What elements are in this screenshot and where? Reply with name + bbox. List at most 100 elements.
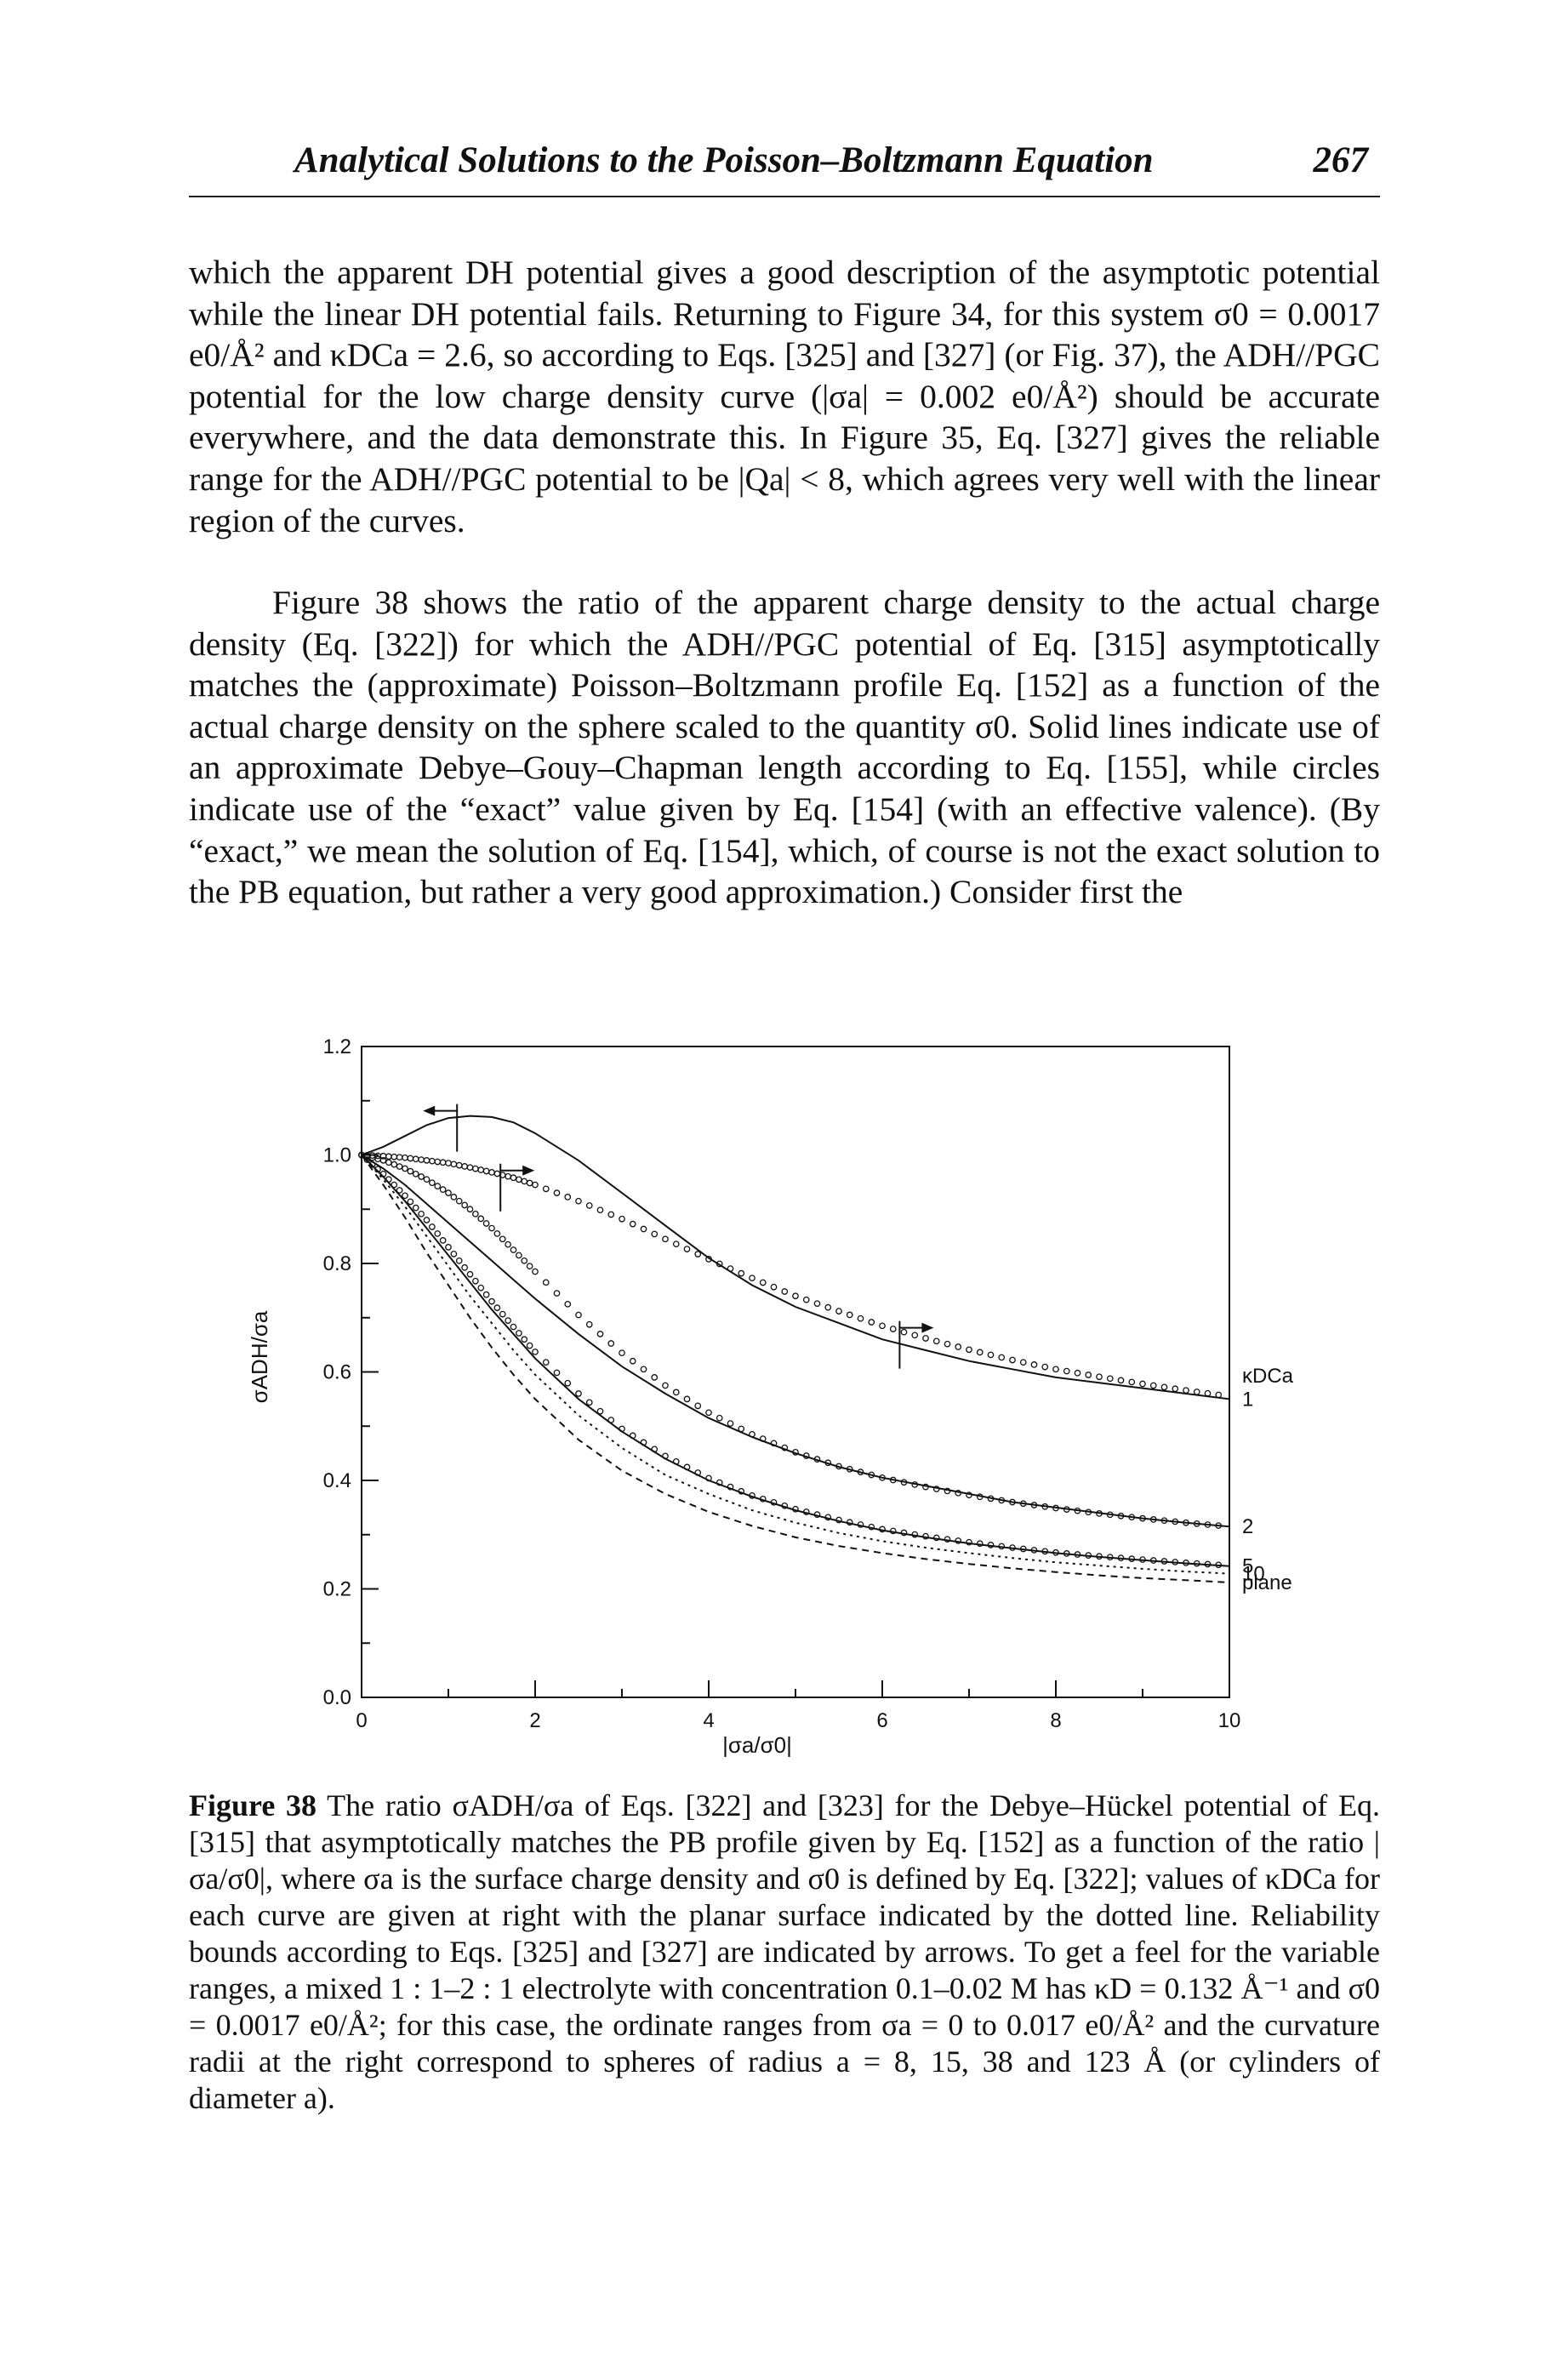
data-point — [1128, 1514, 1136, 1521]
data-point — [585, 1202, 593, 1209]
data-point — [1096, 1553, 1103, 1560]
data-point — [694, 1402, 702, 1410]
data-point — [1041, 1548, 1049, 1555]
data-point — [998, 1543, 1006, 1550]
data-point — [749, 1275, 755, 1282]
data-point — [445, 1160, 452, 1166]
data-point — [461, 1263, 468, 1271]
data-point — [1193, 1389, 1200, 1395]
data-point — [716, 1260, 723, 1268]
data-point — [434, 1158, 442, 1166]
data-point — [1019, 1500, 1027, 1508]
data-point — [391, 1153, 398, 1161]
data-point — [1096, 1510, 1103, 1517]
series-label-10: 10 — [1242, 1563, 1265, 1586]
data-point — [493, 1230, 501, 1237]
data-point — [932, 1534, 940, 1542]
data-point — [585, 1399, 593, 1406]
data-point — [1215, 1391, 1223, 1399]
data-point — [1106, 1554, 1114, 1561]
data-point — [976, 1540, 984, 1548]
data-point — [1009, 1544, 1016, 1551]
caption-label: Figure 38 — [189, 1788, 317, 1822]
series-circles-1 — [358, 1151, 1223, 1399]
data-point — [944, 1340, 951, 1348]
data-point — [564, 1300, 572, 1308]
data-point — [450, 1161, 458, 1168]
data-point — [824, 1459, 832, 1467]
data-point — [879, 1322, 886, 1330]
data-point — [1117, 1377, 1125, 1384]
data-point — [727, 1420, 734, 1427]
data-point — [445, 1189, 452, 1196]
data-point — [482, 1220, 490, 1227]
data-point — [553, 1189, 561, 1196]
data-point — [510, 1246, 517, 1253]
data-point — [423, 1176, 430, 1183]
data-point — [1052, 1366, 1059, 1373]
data-point — [461, 1201, 468, 1209]
data-point — [966, 1346, 972, 1354]
data-point — [407, 1155, 414, 1162]
data-point — [450, 1194, 458, 1200]
data-point — [493, 1304, 501, 1311]
data-point — [488, 1224, 495, 1232]
y-tick-label: 0.2 — [323, 1578, 351, 1601]
data-point — [368, 1161, 376, 1168]
caption-text: The ratio σADH/σa of Eqs. [322] and [323… — [189, 1788, 1380, 2115]
data-point — [662, 1235, 669, 1243]
data-point — [396, 1154, 403, 1161]
data-point — [585, 1320, 593, 1328]
data-point — [1183, 1560, 1189, 1566]
data-point — [846, 1311, 853, 1319]
data-point — [429, 1223, 436, 1230]
data-point — [402, 1192, 408, 1200]
data-point — [1160, 1517, 1168, 1525]
data-point — [445, 1244, 452, 1251]
data-point — [542, 1279, 550, 1286]
x-tick-label: 0 — [356, 1709, 367, 1732]
data-point — [727, 1483, 734, 1491]
data-point — [1172, 1385, 1179, 1393]
data-point — [1139, 1380, 1146, 1388]
series-line-plane — [361, 1154, 1230, 1583]
page-number: 267 — [1313, 140, 1369, 180]
data-point — [391, 1181, 398, 1189]
data-point — [1172, 1559, 1179, 1565]
data-point — [694, 1469, 702, 1476]
data-point — [1128, 1555, 1136, 1562]
data-point — [423, 1217, 430, 1223]
data-point — [526, 1263, 533, 1270]
data-point — [596, 1331, 604, 1337]
data-point — [521, 1178, 528, 1185]
data-point — [488, 1297, 495, 1305]
data-point — [374, 1166, 381, 1173]
data-point — [575, 1390, 582, 1397]
data-point — [466, 1206, 474, 1213]
data-point — [499, 1310, 506, 1318]
data-point — [824, 1514, 832, 1521]
series-line-1 — [361, 1115, 1230, 1400]
data-point — [418, 1210, 425, 1218]
data-point — [482, 1291, 490, 1298]
data-point — [1063, 1367, 1070, 1375]
data-point — [407, 1167, 414, 1175]
series-circles-2 — [358, 1151, 1223, 1529]
data-point — [1052, 1504, 1059, 1512]
x-tick-label: 10 — [1218, 1709, 1241, 1732]
data-point — [564, 1194, 572, 1200]
data-point — [1204, 1560, 1212, 1568]
data-point — [477, 1284, 485, 1292]
data-point — [922, 1335, 929, 1342]
data-point — [477, 1166, 485, 1173]
data-point — [727, 1265, 734, 1272]
data-point — [944, 1487, 951, 1495]
data-point — [932, 1337, 940, 1345]
y-tick-label: 0.4 — [323, 1469, 351, 1492]
data-point — [1106, 1511, 1114, 1519]
data-point — [1193, 1560, 1200, 1567]
data-point — [998, 1497, 1006, 1504]
data-point — [1030, 1361, 1038, 1368]
data-point — [429, 1157, 436, 1165]
data-point — [640, 1366, 647, 1373]
